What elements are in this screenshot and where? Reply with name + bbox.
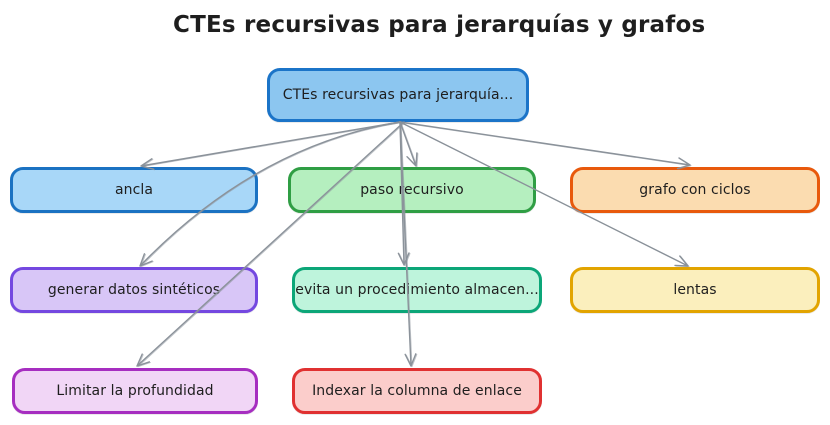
node-label: paso recursivo (360, 182, 464, 198)
node-ancla[interactable]: ancla (10, 167, 258, 213)
edge-root-to-grafo-con-ciclos-sketch (400, 122, 692, 170)
edge-root-to-indexar-columna-enlace-sketch (400, 122, 418, 368)
node-label: generar datos sintéticos (47, 282, 221, 298)
node-evita-procedimiento[interactable]: evita un procedimiento almacen... (292, 267, 542, 313)
node-root[interactable]: CTEs recursivas para jerarquía... (267, 68, 529, 122)
edge-root-to-grafo-con-ciclos[interactable] (399, 121, 691, 170)
node-generar-datos-sinteticos[interactable]: generar datos sintéticos (10, 267, 258, 313)
edge-root-to-ancla-sketch (141, 122, 402, 171)
edge-root-to-indexar-columna-enlace[interactable] (399, 121, 417, 367)
edge-root-to-paso-recursivo[interactable] (399, 121, 418, 167)
node-label: lentas (673, 282, 717, 298)
node-label: Indexar la columna de enlace (312, 383, 522, 399)
node-label: CTEs recursivas para jerarquía... (282, 87, 514, 103)
node-lentas[interactable]: lentas (570, 267, 820, 313)
diagram-title: CTEs recursivas para jerarquías y grafos (173, 12, 706, 38)
node-indexar-columna-enlace[interactable]: Indexar la columna de enlace (292, 368, 542, 414)
node-grafo-con-ciclos[interactable]: grafo con ciclos (570, 167, 820, 213)
edge-root-to-paso-recursivo-sketch (400, 122, 419, 168)
edge-root-to-limitar-profundidad-sketch (137, 122, 406, 368)
node-label: grafo con ciclos (639, 182, 751, 198)
edge-root-to-ancla[interactable] (140, 121, 401, 170)
node-label: evita un procedimiento almacen... (295, 282, 539, 298)
node-paso-recursivo[interactable]: paso recursivo (288, 167, 536, 213)
node-label: Limitar la profundidad (56, 383, 214, 399)
node-limitar-profundidad[interactable]: Limitar la profundidad (12, 368, 258, 414)
node-label: ancla (114, 182, 154, 198)
edge-root-to-limitar-profundidad[interactable] (136, 121, 405, 367)
